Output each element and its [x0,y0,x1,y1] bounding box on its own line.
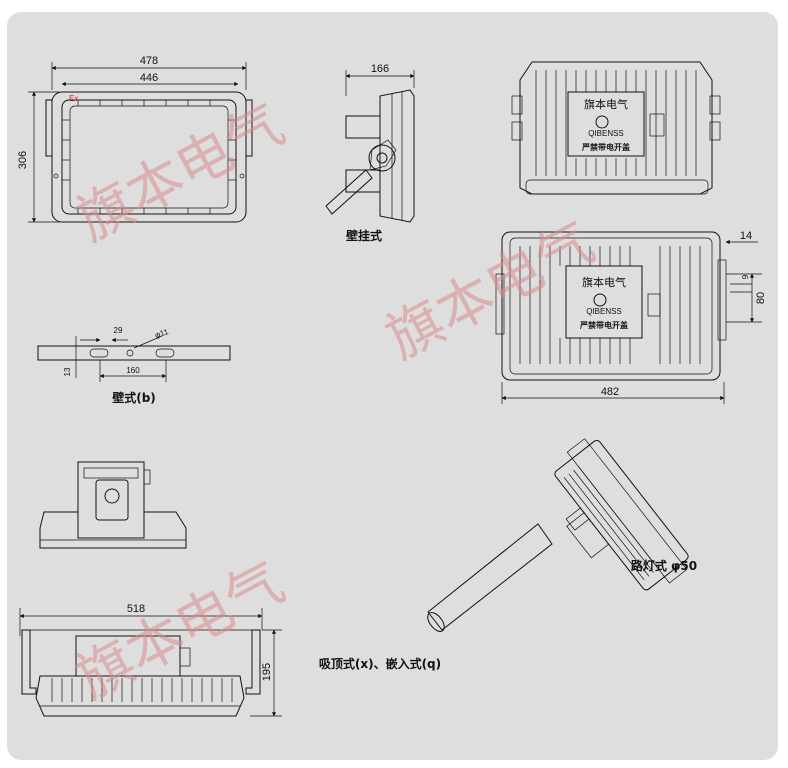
wall-caption: 壁挂式 [346,228,382,243]
top-plate-view: 旗本电气 QIBENSS 严禁带电开盖 [511,61,721,195]
bracket-caption: 壁式(b) [112,390,156,405]
rear-warning: 严禁带电开盖 [579,320,628,330]
drawing-panel [7,12,778,760]
bracket-slot: 29 [114,326,123,335]
ex-mark: Ex [69,94,78,103]
top-logo-text: QIBENSS [588,129,624,138]
top-warning: 严禁带电开盖 [581,142,630,152]
front-width-inner: 446 [140,72,158,84]
top-brand: 旗本电气 [584,97,628,111]
front-view: 478 446 306 Ex [17,55,253,223]
rear-edge: 14 [740,230,752,242]
side-view [39,461,187,549]
front-width-outer: 478 [140,55,158,67]
bracket-hole: φ11 [154,327,170,340]
pole-view: 路灯式 φ50 [427,438,697,632]
rear-logo-text: QIBENSS [586,307,622,316]
wall-depth: 166 [371,63,389,75]
pole-caption: 路灯式 φ50 [631,558,697,573]
ceiling-height: 195 [261,663,273,681]
rear-brand: 旗本电气 [582,275,626,289]
wall-side-view: 166 壁挂式 [325,63,415,243]
q-logo-icon-rear [593,293,607,307]
rear-mount-height: 80 [755,292,767,304]
ceiling-view: 518 195 吸顶式(x)、嵌入式(q) [19,603,441,717]
q-logo-icon [595,115,609,129]
ceiling-caption: 吸顶式(x)、嵌入式(q) [319,656,441,671]
bracket-b-view: 29 φ11 13 160 壁式(b) [37,326,231,405]
rear-width: 482 [601,386,619,398]
front-height: 306 [17,151,29,169]
watermark-1: 旗本电气 [66,92,294,255]
bracket-thickness: 13 [63,367,72,376]
rear-view: 旗本电气 QIBENSS 严禁带电开盖 14 9 80 482 [495,230,767,404]
rear-bolt: 9 [741,274,750,279]
bracket-spacing: 160 [126,366,140,375]
ceiling-width: 518 [127,603,145,615]
